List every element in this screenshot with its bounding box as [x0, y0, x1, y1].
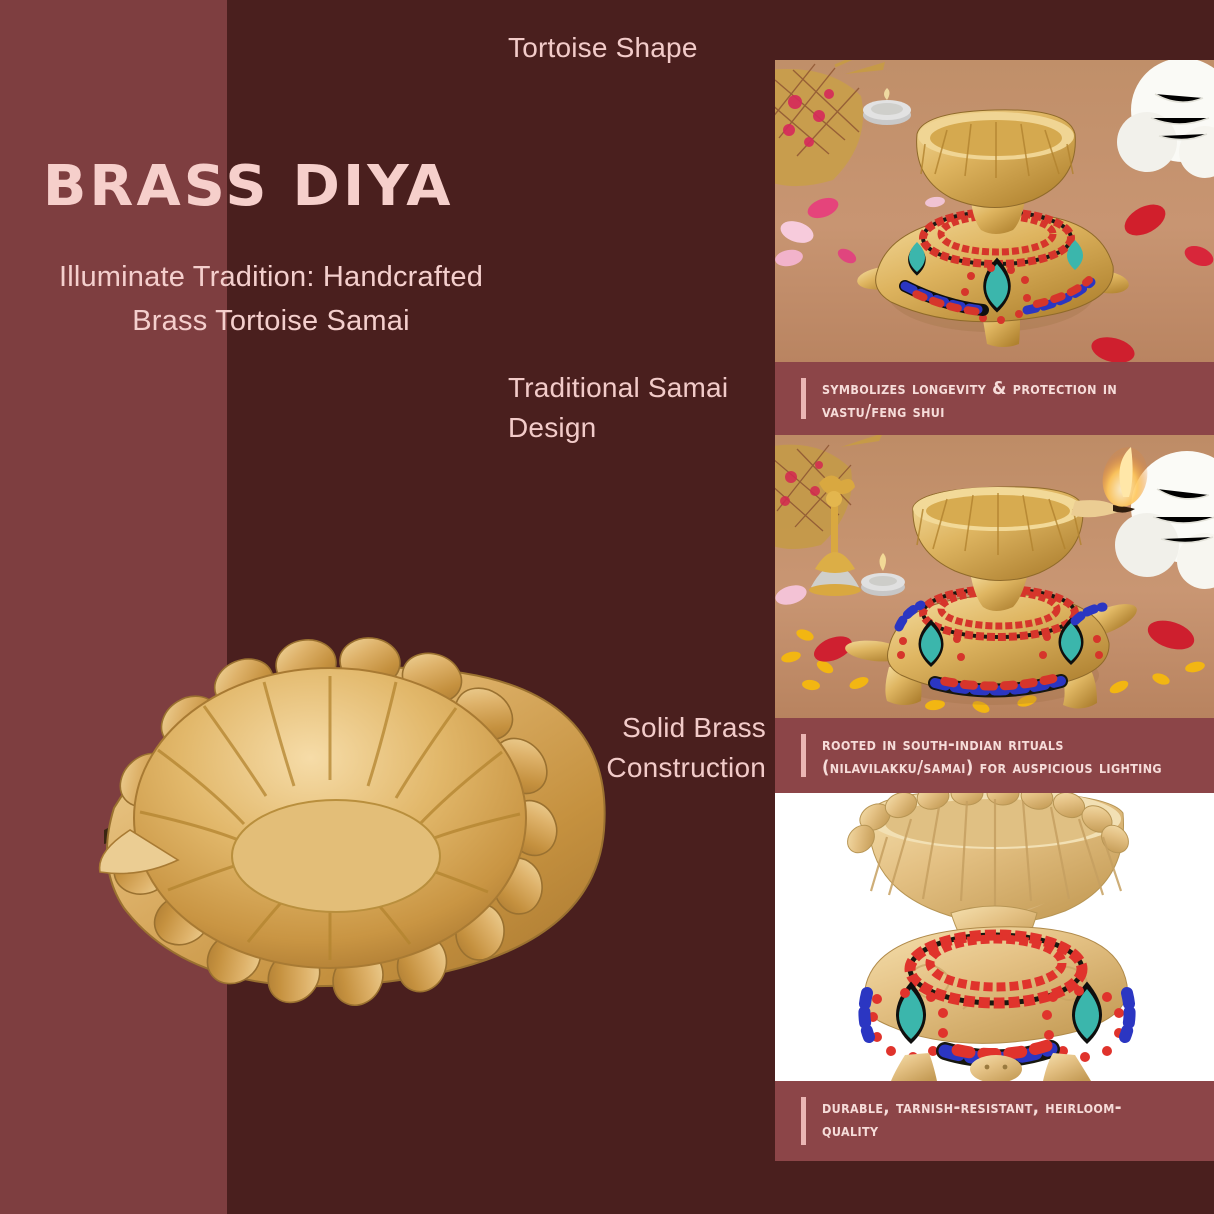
caption-text-2: Rooted in South-Indian rituals (Nilavila…: [822, 735, 1162, 779]
right-column: 1 Symbolizes longevity & protection in V…: [775, 0, 1214, 1214]
caption-text-3: Durable, tarnish-resistant, heirloom-qua…: [822, 1098, 1122, 1142]
caption-accent-bar: [801, 378, 806, 419]
left-color-band: [0, 0, 227, 1214]
feature-label-2: Traditional Samai Design: [508, 372, 729, 443]
dark-panel: [227, 0, 775, 1214]
feature-label-3: Solid Brass Construction: [606, 712, 766, 783]
headline-block: BRASS DIYA Illuminate Tradition: Handcra…: [0, 157, 520, 343]
brass-tortoise-diya-illustration: [98, 637, 606, 1214]
diya-bowl: [98, 637, 606, 1006]
caption-strip-1: Symbolizes longevity & protection in Vas…: [775, 362, 1214, 435]
caption-strip-2: Rooted in South-Indian rituals (Nilavila…: [775, 718, 1214, 793]
product-photo-1: [775, 60, 1214, 362]
feature-label-1: Tortoise Shape: [508, 32, 698, 63]
tortoise-limbs: [465, 1202, 581, 1214]
caption-accent-bar: [801, 734, 806, 777]
caption-accent-bar: [801, 1097, 806, 1145]
caption-text-1: Symbolizes longevity & protection in Vas…: [822, 379, 1118, 423]
product-photo-2: [775, 435, 1214, 718]
hero-product-image: [18, 580, 618, 1214]
product-photo-3: [775, 793, 1214, 1081]
page-title: BRASS DIYA: [42, 154, 454, 219]
page-subtitle: Illuminate Tradition: Handcrafted Brass …: [58, 260, 484, 337]
caption-strip-3: Durable, tarnish-resistant, heirloom-qua…: [775, 1081, 1214, 1161]
